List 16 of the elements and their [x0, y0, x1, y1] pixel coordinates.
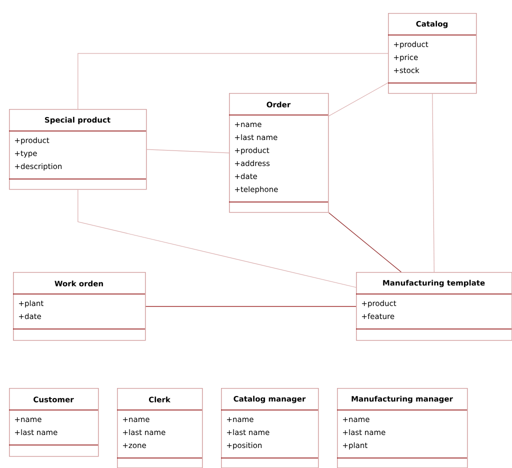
- class-box: [388, 13, 477, 94]
- association-line: [78, 53, 388, 110]
- association-line: [432, 94, 434, 272]
- class-box: [336, 388, 468, 468]
- class-box: [8, 109, 147, 190]
- association-line: [78, 190, 356, 288]
- class-box: [356, 272, 512, 341]
- class-box: [228, 93, 329, 213]
- association-line: [146, 149, 230, 154]
- class-box: [12, 272, 146, 341]
- association-line: [146, 306, 356, 307]
- association-line: [328, 82, 388, 116]
- class-box: [116, 388, 203, 468]
- class-box: [220, 388, 319, 468]
- class-box: [8, 388, 99, 457]
- association-line: [328, 212, 402, 272]
